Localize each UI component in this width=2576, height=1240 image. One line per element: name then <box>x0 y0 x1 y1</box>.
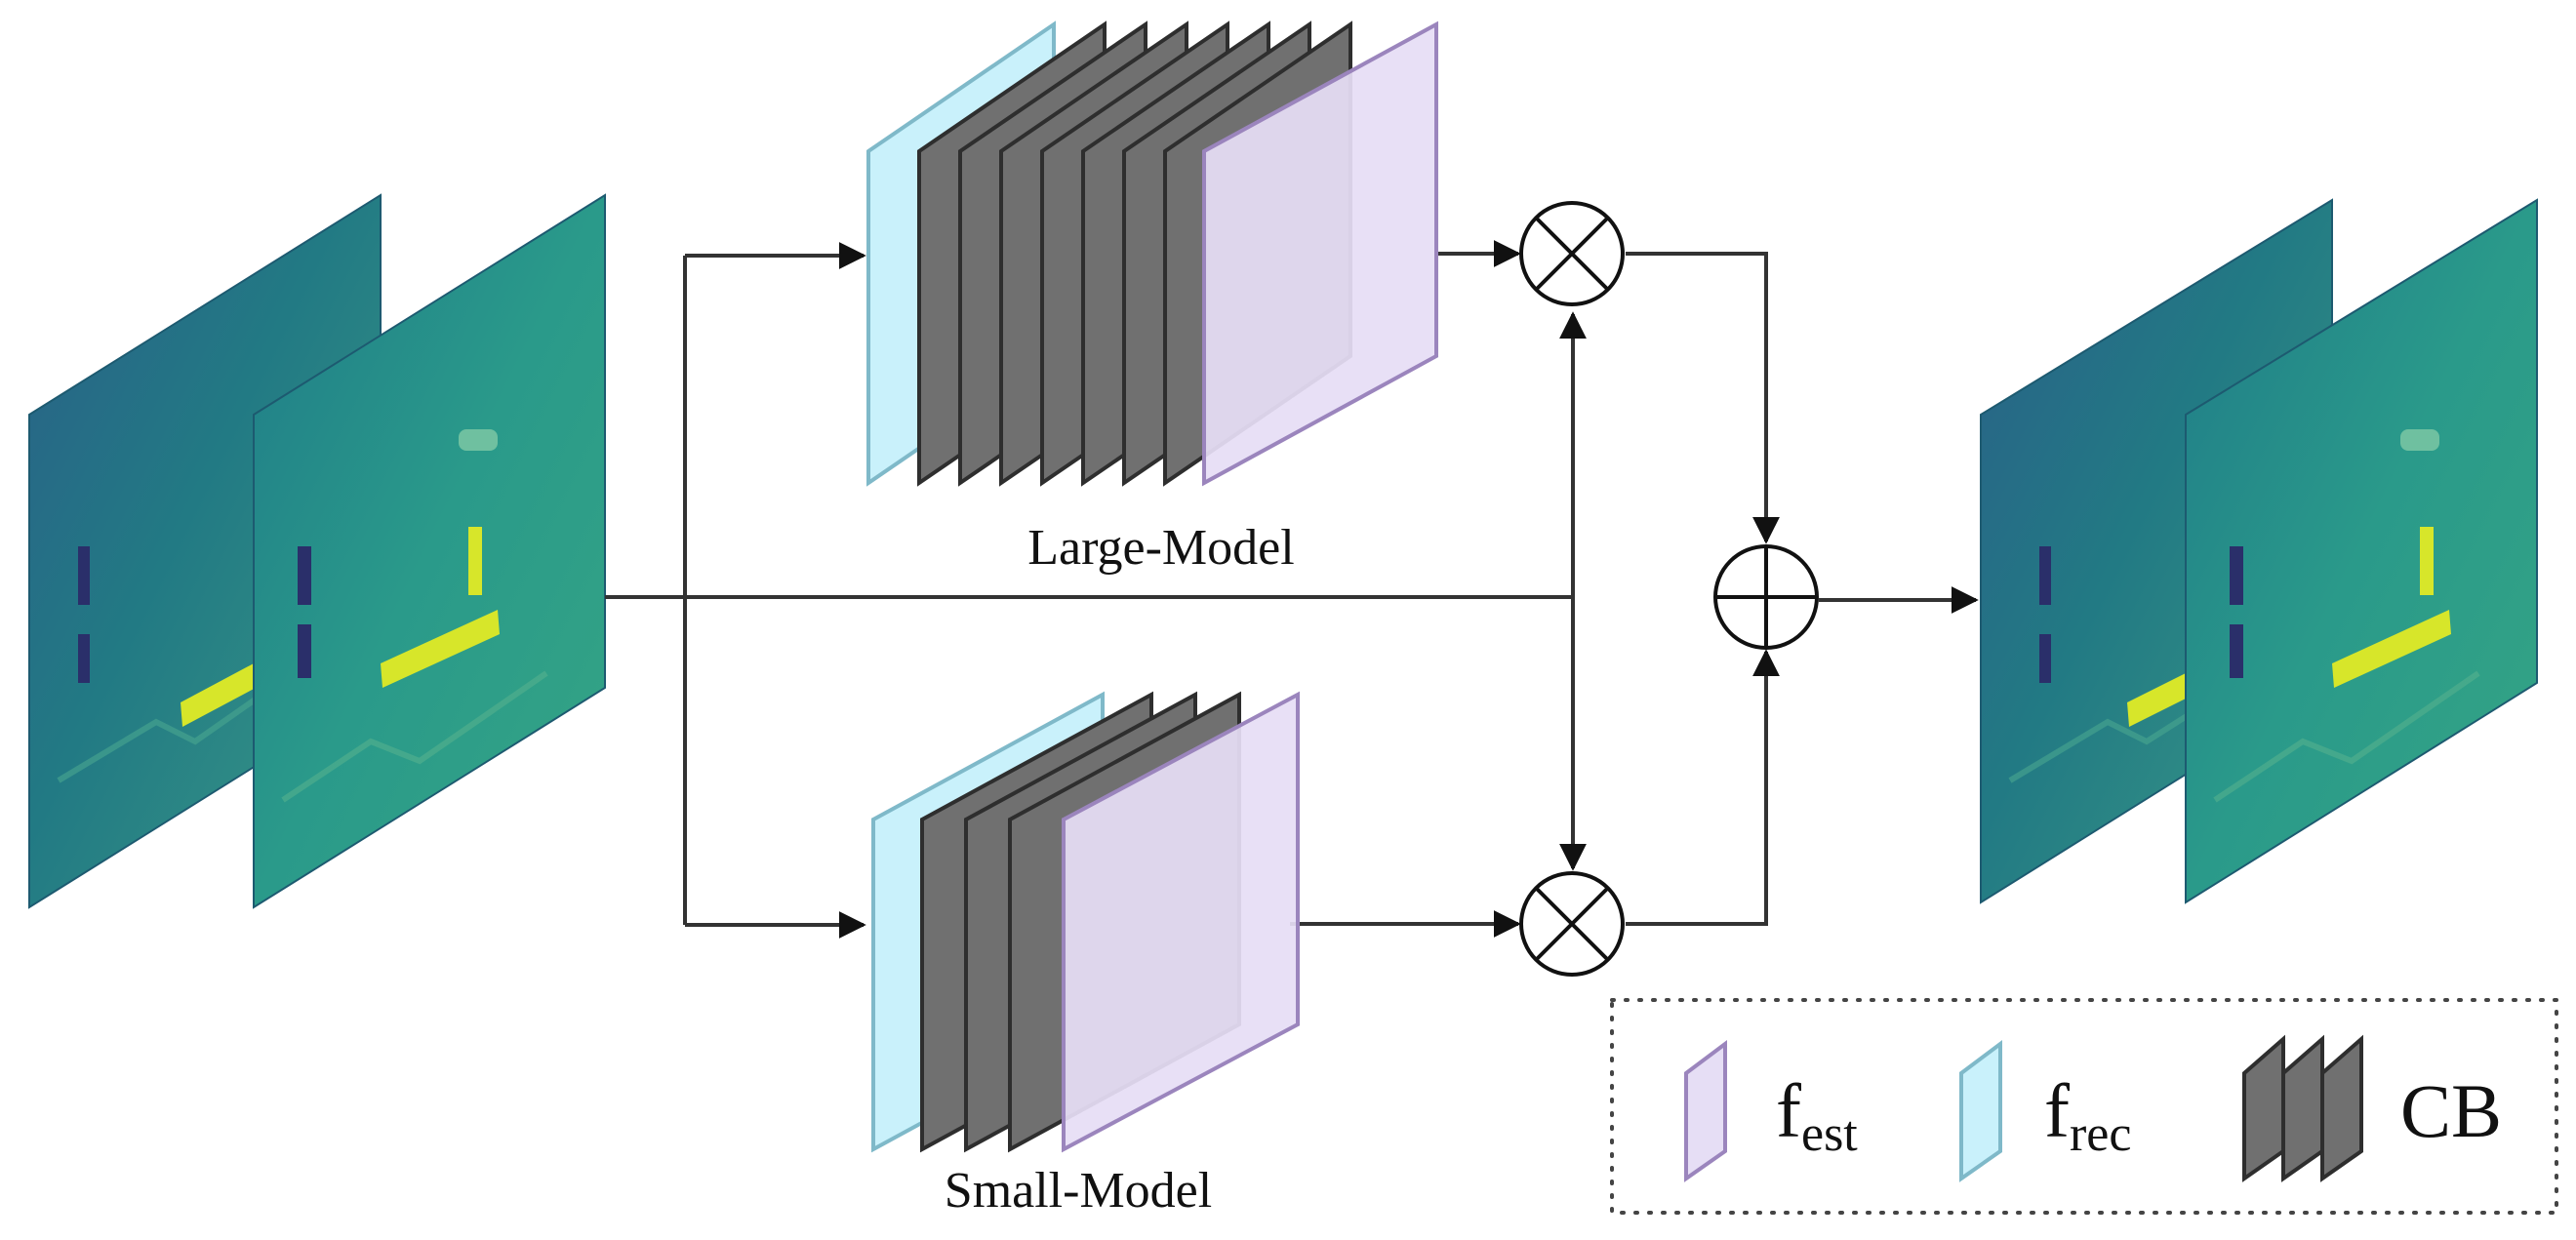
input-feature-maps <box>28 193 606 909</box>
multiply-operator-bottom <box>1519 871 1625 977</box>
add-operator <box>1713 544 1819 650</box>
large-model-label: Large-Model <box>1027 520 1294 576</box>
output-feature-map-front <box>2185 198 2538 904</box>
legend-cb-swatch-3 <box>2320 1034 2363 1182</box>
small-model-label: Small-Model <box>945 1163 1212 1219</box>
legend-border <box>1610 998 2558 1215</box>
connectors <box>605 240 1979 939</box>
bottom-multiply-to-add <box>1626 649 1780 926</box>
output-feature-maps <box>1980 198 2538 904</box>
legend-cb-swatch-1 <box>2242 1034 2285 1182</box>
small-model-fest-layer <box>1062 691 1300 1153</box>
legend-item-frec: frec <box>1959 1040 2131 1182</box>
legend-cb-swatch-2 <box>2281 1034 2324 1182</box>
legend-frec-swatch <box>1959 1040 2002 1182</box>
legend-item-cb: CB <box>2242 1034 2502 1182</box>
multiply-operator-top <box>1519 201 1625 306</box>
large-model-fest-layer <box>1202 20 1438 487</box>
small-model-stack <box>871 691 1300 1153</box>
legend-frec-label: frec <box>2044 1068 2131 1162</box>
legend-item-fest: fest <box>1684 1040 1858 1182</box>
input-feature-map-front <box>253 193 606 909</box>
top-multiply-to-add <box>1626 252 1780 544</box>
legend-fest-swatch <box>1684 1040 1727 1182</box>
legend-fest-label: fest <box>1776 1068 1858 1162</box>
legend: fest frec CB <box>1610 998 2558 1215</box>
legend-cb-label: CB <box>2400 1068 2502 1153</box>
large-model-stack <box>866 20 1438 487</box>
